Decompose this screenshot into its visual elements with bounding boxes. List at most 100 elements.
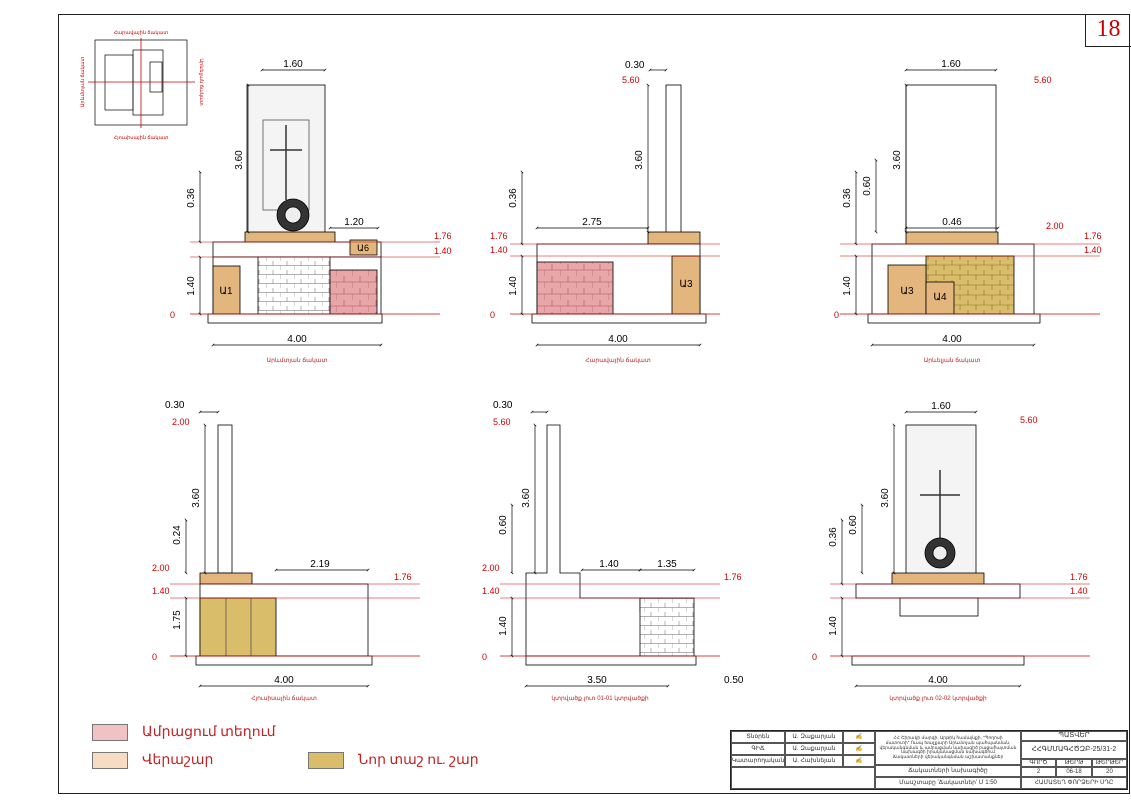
e-caption: Արևելյան ճակատ <box>924 357 981 364</box>
x1-dim-4: 1.40 <box>498 616 509 636</box>
elevation-west <box>190 84 440 324</box>
e-dim-2: 3.60 <box>892 150 903 170</box>
e-level-3: 1.76 <box>1084 231 1102 241</box>
w-label-2: Ա6 <box>357 243 369 253</box>
w-dim-5: 1.20 <box>344 217 364 228</box>
key-plan-top: Հարավային ճակատ <box>114 30 169 36</box>
tb-name: Ա. Զաքարյան <box>785 743 843 755</box>
w-level-3: 0 <box>170 310 175 320</box>
n-dim-3: 0.24 <box>172 525 183 545</box>
key-plan-left: Արևմտյան ճակատ <box>80 56 86 107</box>
legend-label: Վերաշար <box>142 753 214 768</box>
x2-dim-5: 1.40 <box>828 616 839 636</box>
tb-project: ՀՀ Շիրակի մարզի, Արթիկ համայնքի, "Պողոսի… <box>875 731 1021 765</box>
x1-dim-7: 3.50 <box>587 675 607 686</box>
x1-level-2: 2.00 <box>482 563 500 573</box>
s-level-3: 1.40 <box>490 245 508 255</box>
x2-caption: կտրվածք լուռ 02-02 կտրվածքի <box>889 695 987 702</box>
w-caption: Արևմտյան ճակատ <box>267 357 328 364</box>
e-level-1: 5.60 <box>1034 75 1052 85</box>
tb-org: ՀԱՄԱՏԵՂ ՓՈՐՁԵՐԻ ՍԴԸ <box>1021 777 1127 789</box>
section-01 <box>500 424 720 666</box>
e-level-2: 2.00 <box>1046 221 1064 231</box>
tb-company: ՊԱՏՎԵՐ <box>1021 731 1127 741</box>
n-caption: Հյուսիսային ճակատ <box>251 695 317 702</box>
x2-level-1: 5.60 <box>1020 415 1038 425</box>
e-label-2: Ա4 <box>933 292 947 303</box>
x2-dim-2: 3.60 <box>880 488 891 508</box>
s-level-1: 5.60 <box>622 75 640 85</box>
elevation-north <box>170 424 420 666</box>
legend-label: Ամրացում տեղում <box>142 725 276 740</box>
legend-swatch <box>92 752 128 769</box>
tb-sheet-title: Ճակատների նախագիծը <box>875 765 1021 777</box>
e-label-1: Ա3 <box>900 286 914 297</box>
x1-dim-6: 1.35 <box>657 559 677 570</box>
x1-dim-2: 3.60 <box>521 488 532 508</box>
e-dim-1: 1.60 <box>941 59 961 70</box>
n-level-3: 1.76 <box>394 572 412 582</box>
key-plan-bottom: Հյուսիսային ճակատ <box>114 135 169 141</box>
x2-dim-4: 0.36 <box>828 527 839 547</box>
w-label-1: Ա1 <box>219 286 233 297</box>
x1-dim-5: 1.40 <box>599 559 619 570</box>
drawing-frame <box>58 14 1130 794</box>
s-dim-5: 1.40 <box>508 276 519 296</box>
s-caption: Հարավային ճակատ <box>585 357 651 364</box>
w-dim-6: 4.00 <box>287 334 307 345</box>
x2-dim-6: 4.00 <box>928 675 948 686</box>
n-level-4: 1.40 <box>152 586 170 596</box>
e-dim-7: 4.00 <box>942 334 962 345</box>
w-dim-4: 1.40 <box>186 276 197 296</box>
section-02 <box>830 424 1090 666</box>
key-plan: Հարավային ճակատ Հյուսիսային ճակատ Արևմտյ… <box>80 30 204 141</box>
x2-dim-1: 1.60 <box>931 401 951 412</box>
x1-level-5: 0 <box>482 652 487 662</box>
tb-empty <box>731 767 875 789</box>
x1-level-4: 1.40 <box>482 586 500 596</box>
s-dim-4: 2.75 <box>582 217 602 228</box>
tb-h-stage: ԳՈՐԾ <box>1021 759 1056 767</box>
e-dim-5: 0.46 <box>942 217 962 228</box>
e-dim-6: 1.40 <box>842 276 853 296</box>
s-label-1: Ա3 <box>679 279 693 290</box>
signature-1: ✍ <box>843 731 875 743</box>
w-dim-1: 1.60 <box>283 59 303 70</box>
key-plan-right: Արևելյան ճակատ <box>198 58 204 105</box>
n-level-1: 2.00 <box>172 417 190 427</box>
s-dim-1: 0.30 <box>625 60 645 71</box>
n-dim-4: 1.75 <box>172 610 183 630</box>
tb-role: Տնօրեն <box>731 731 785 743</box>
legend-item-relay: Վերաշար <box>92 752 213 769</box>
x1-level-3: 1.76 <box>724 572 742 582</box>
w-dim-3: 0.36 <box>186 188 197 208</box>
signature-2: ✍ <box>843 743 875 755</box>
x2-level-3: 1.40 <box>1070 586 1088 596</box>
n-level-2: 2.00 <box>152 563 170 573</box>
s-dim-2: 3.60 <box>634 150 645 170</box>
elevation-east <box>840 84 1100 324</box>
n-level-5: 0 <box>152 652 157 662</box>
tb-role: ԳԻՃ <box>731 743 785 755</box>
tb-name: Ա. Զաքարյան <box>785 731 843 743</box>
legend-swatch <box>92 724 128 741</box>
e-dim-4: 0.36 <box>842 188 853 208</box>
sheet-number: 18 <box>1085 14 1131 47</box>
x1-dim-1: 0.30 <box>493 400 513 411</box>
tb-h-sheet: ԹԵՐԹ <box>1056 759 1092 767</box>
title-block: Տնօրեն Ա. Զաքարյան ✍ ԳԻՃ Ա. Զաքարյան ✍ Կ… <box>730 730 1128 790</box>
s-dim-6: 4.00 <box>608 334 628 345</box>
x1-caption: կտրվածք լուռ 01-01 կտրվածքի <box>551 695 649 702</box>
legend-item-repair: Ամրացում տեղում <box>92 724 276 741</box>
s-dim-3: 0.36 <box>508 188 519 208</box>
elevation-south <box>510 84 720 324</box>
tb-stage: 2 <box>1021 767 1056 777</box>
x1-dim-3: 0.60 <box>498 515 509 535</box>
legend-label: Նոր տաշ ու. շար <box>358 753 479 768</box>
n-dim-1: 0.30 <box>165 400 185 411</box>
x2-level-2: 1.76 <box>1070 572 1088 582</box>
s-level-4: 0 <box>490 310 495 320</box>
w-level-2: 1.40 <box>434 246 452 256</box>
n-dim-6: 4.00 <box>274 675 294 686</box>
